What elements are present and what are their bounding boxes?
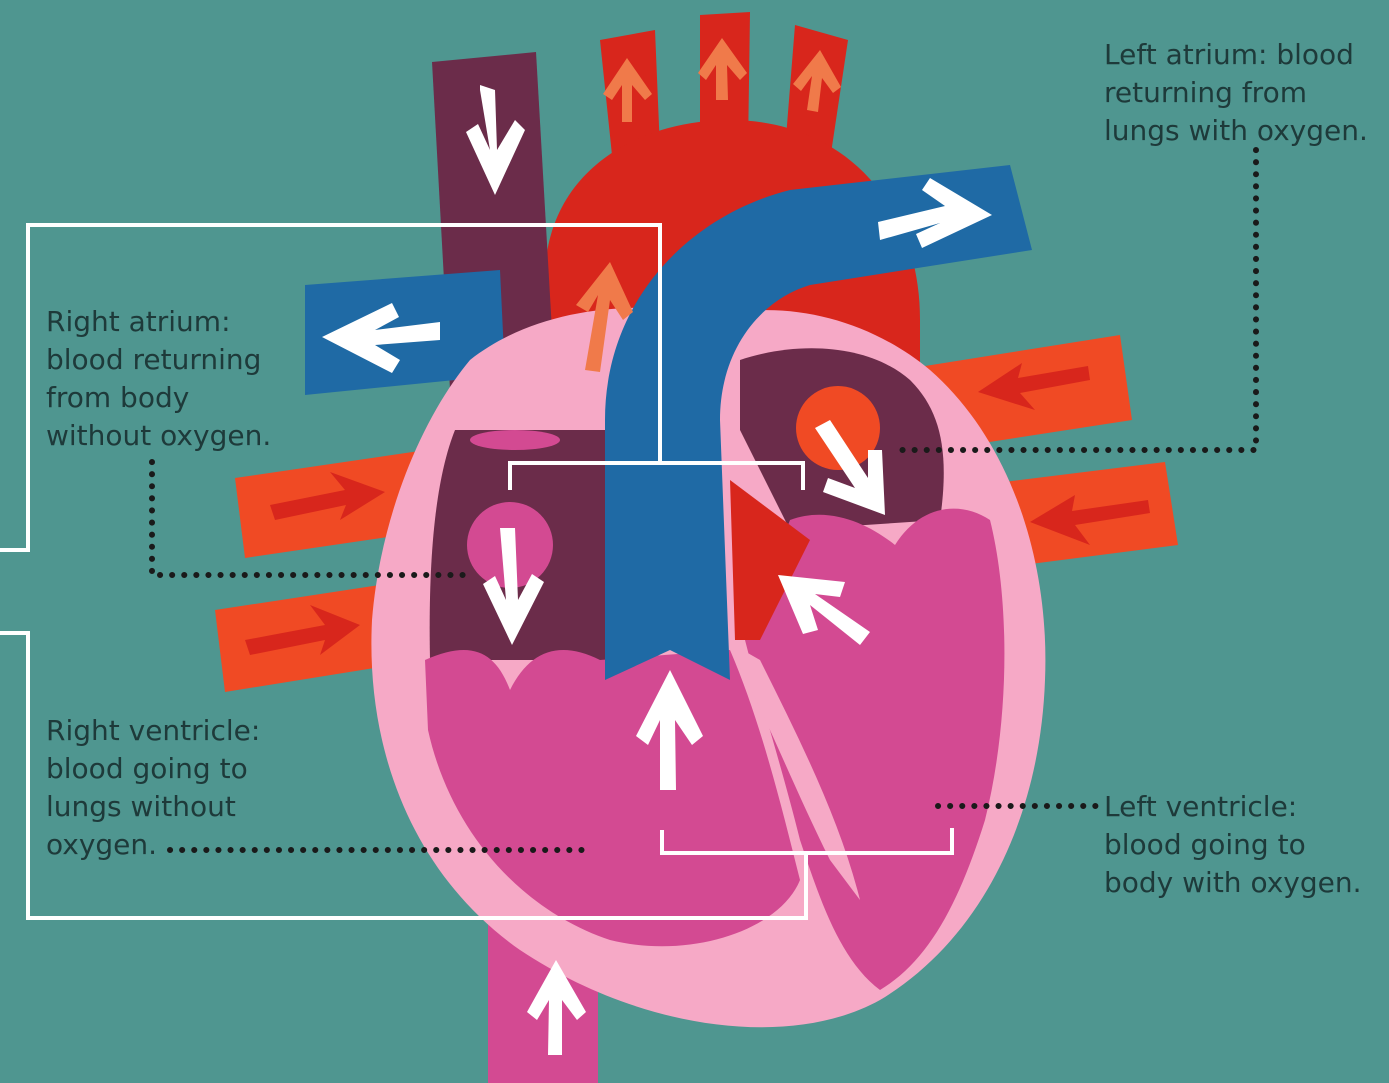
label-left-atrium-line-3: lungs with oxygen. [1104, 112, 1368, 150]
label-left-ventricle-line-2: blood going to [1104, 826, 1362, 864]
label-right-atrium-line-4: without oxygen. [46, 417, 271, 455]
label-right-ventricle-line-4: oxygen. [46, 826, 260, 864]
label-right-ventricle: Right ventricle: blood going to lungs wi… [46, 712, 260, 864]
label-right-atrium-line-3: from body [46, 379, 271, 417]
label-right-ventricle-line-1: Right ventricle: [46, 712, 260, 750]
label-right-ventricle-line-2: blood going to [46, 750, 260, 788]
label-left-atrium: Left atrium: blood returning from lungs … [1104, 36, 1368, 150]
label-right-atrium-line-1: Right atrium: [46, 303, 271, 341]
label-left-ventricle-line-1: Left ventricle: [1104, 788, 1362, 826]
label-left-atrium-line-2: returning from [1104, 74, 1368, 112]
label-left-ventricle: Left ventricle: blood going to body with… [1104, 788, 1362, 902]
label-left-ventricle-line-3: body with oxygen. [1104, 864, 1362, 902]
label-right-ventricle-line-3: lungs without [46, 788, 260, 826]
label-right-atrium-line-2: blood returning [46, 341, 271, 379]
label-left-atrium-line-1: Left atrium: blood [1104, 36, 1368, 74]
vena-cava-opening [470, 430, 560, 450]
label-right-atrium: Right atrium: blood returning from body … [46, 303, 271, 455]
